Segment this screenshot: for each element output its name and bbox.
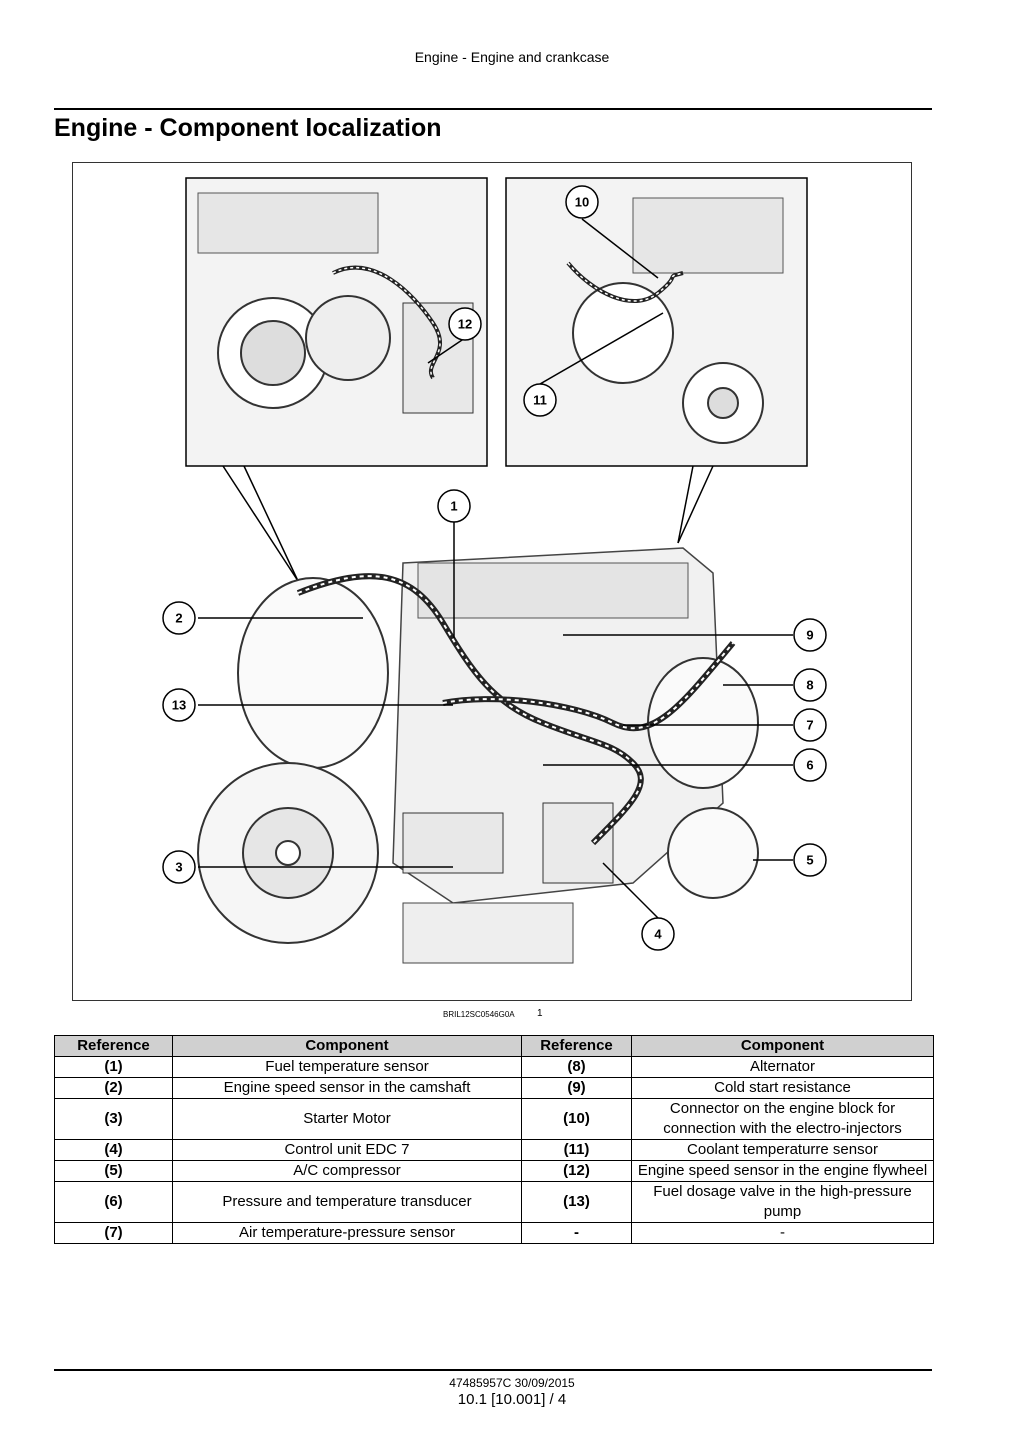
callout-2: 2 — [162, 601, 196, 635]
component-cell: Connector on the engine block for connec… — [631, 1098, 934, 1140]
component-cell: Cold start resistance — [631, 1077, 934, 1099]
component-cell: Coolant temperaturre sensor — [631, 1139, 934, 1161]
ref-cell: (11) — [521, 1139, 632, 1161]
svg-text:6: 6 — [806, 758, 813, 773]
table-row: (5) A/C compressor (12) Engine speed sen… — [54, 1160, 934, 1182]
ref-cell: (2) — [54, 1077, 173, 1099]
ref-cell: (7) — [54, 1222, 173, 1244]
header-reference-2: Reference — [521, 1035, 632, 1057]
main-engine — [197, 547, 759, 964]
table-row: (7) Air temperature-pressure sensor - - — [54, 1222, 934, 1244]
engine-illustration: 1 2 3 4 5 6 7 8 9 10 11 12 13 — [72, 162, 912, 1001]
svg-text:12: 12 — [458, 317, 472, 332]
callout-5: 5 — [793, 843, 827, 877]
svg-text:3: 3 — [175, 860, 182, 875]
ref-cell: - — [521, 1222, 632, 1244]
inset-right-detail — [505, 177, 808, 467]
svg-text:11: 11 — [533, 393, 547, 408]
component-cell: Engine speed sensor in the engine flywhe… — [631, 1160, 934, 1182]
callout-6: 6 — [793, 748, 827, 782]
component-cell: Fuel temperature sensor — [172, 1056, 522, 1078]
figure-caption-code: BRIL12SC0546G0A — [443, 1010, 515, 1019]
svg-text:13: 13 — [172, 698, 186, 713]
component-cell: Pressure and temperature transducer — [172, 1181, 522, 1223]
component-cell: Alternator — [631, 1056, 934, 1078]
component-cell: Air temperature-pressure sensor — [172, 1222, 522, 1244]
callout-11: 11 — [523, 383, 557, 417]
table-header-row: Reference Component Reference Component — [54, 1035, 934, 1057]
header-component-2: Component — [631, 1035, 934, 1057]
callout-13: 13 — [162, 688, 196, 722]
component-cell: Fuel dosage valve in the high-pressure p… — [631, 1181, 934, 1223]
component-cell: Starter Motor — [172, 1098, 522, 1140]
engine-drawing: 1 2 3 4 5 6 7 8 9 10 11 12 13 — [162, 177, 827, 964]
component-cell: Engine speed sensor in the camshaft — [172, 1077, 522, 1099]
svg-text:4: 4 — [654, 927, 662, 942]
callout-8: 8 — [793, 668, 827, 702]
component-cell: - — [631, 1222, 934, 1244]
table-row: (2) Engine speed sensor in the camshaft … — [54, 1077, 934, 1099]
table-row: (6) Pressure and temperature transducer … — [54, 1181, 934, 1223]
page-title: Engine - Component localization — [54, 114, 442, 142]
ref-cell: (8) — [521, 1056, 632, 1078]
callout-9: 9 — [793, 618, 827, 652]
ref-cell: (1) — [54, 1056, 173, 1078]
svg-text:9: 9 — [806, 628, 813, 643]
header-component-1: Component — [172, 1035, 522, 1057]
figure-number: 1 — [537, 1008, 543, 1019]
ref-cell: (9) — [521, 1077, 632, 1099]
table-row: (4) Control unit EDC 7 (11) Coolant temp… — [54, 1139, 934, 1161]
svg-text:2: 2 — [175, 611, 182, 626]
component-table: Reference Component Reference Component … — [54, 1035, 934, 1244]
callout-4: 4 — [641, 917, 675, 951]
svg-text:10: 10 — [575, 195, 589, 210]
callout-1: 1 — [437, 489, 471, 523]
svg-text:8: 8 — [806, 678, 813, 693]
svg-text:5: 5 — [806, 853, 813, 868]
callout-7: 7 — [793, 708, 827, 742]
header-reference-1: Reference — [54, 1035, 173, 1057]
ref-cell: (12) — [521, 1160, 632, 1182]
callout-12: 12 — [448, 307, 482, 341]
ref-cell: (4) — [54, 1139, 173, 1161]
callout-10: 10 — [565, 185, 599, 219]
ref-cell: (6) — [54, 1181, 173, 1223]
table-row: (1) Fuel temperature sensor (8) Alternat… — [54, 1056, 934, 1078]
footer-page-reference: 10.1 [10.001] / 4 — [457, 1391, 567, 1408]
header-divider — [54, 108, 932, 110]
ref-cell: (5) — [54, 1160, 173, 1182]
ref-cell: (13) — [521, 1181, 632, 1223]
footer-document-code: 47485957C 30/09/2015 — [449, 1376, 575, 1390]
ref-cell: (10) — [521, 1098, 632, 1140]
svg-text:7: 7 — [806, 718, 813, 733]
callout-3: 3 — [162, 850, 196, 884]
table-row: (3) Starter Motor (10) Connector on the … — [54, 1098, 934, 1140]
inset-left-detail — [185, 177, 488, 467]
ref-cell: (3) — [54, 1098, 173, 1140]
component-cell: A/C compressor — [172, 1160, 522, 1182]
component-cell: Control unit EDC 7 — [172, 1139, 522, 1161]
section-header: Engine - Engine and crankcase — [414, 49, 610, 65]
footer-divider — [54, 1369, 932, 1371]
svg-text:1: 1 — [450, 499, 457, 514]
